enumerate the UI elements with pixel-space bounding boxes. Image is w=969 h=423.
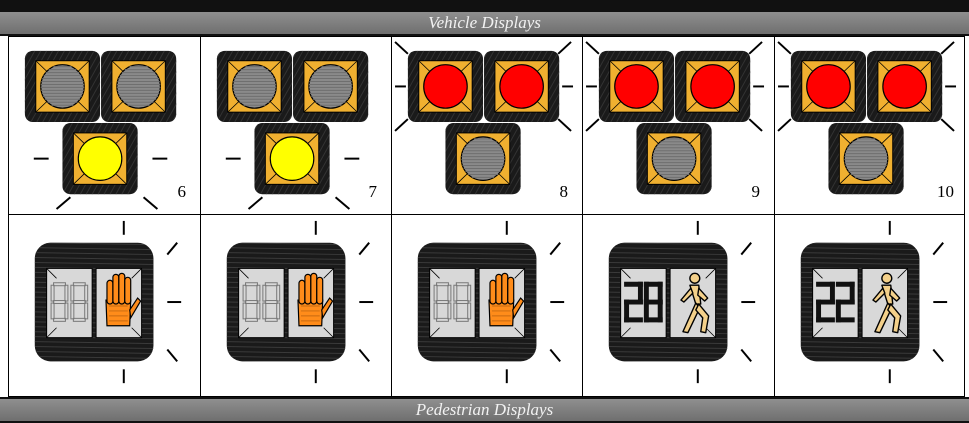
glow-ray [557,118,572,132]
display-number: 7 [368,182,378,201]
lens-red [423,64,468,109]
glow-ray [358,348,370,363]
countdown-display [812,267,859,339]
vehicle-display-cell: 7 [200,36,392,215]
upper-left-signal-lamp [407,50,484,123]
lens-off [40,64,85,109]
glow-ray [777,41,792,55]
glow-ray [55,196,72,210]
lens-off [308,64,353,109]
walking-person-icon [669,267,717,339]
lens-off [651,136,697,181]
lower-signal-lamp [636,123,712,195]
lens-off [232,64,277,109]
upper-left-signal-lamp [216,50,293,123]
upper-right-signal-lamp [867,50,943,123]
glow-ray [740,348,752,363]
dont-walk-hand-icon [95,267,143,339]
vehicle-display-cell: 8 [391,36,583,215]
lower-signal-lamp [254,123,330,195]
walking-person-icon [861,267,909,339]
lens-red [882,64,927,109]
lens-red [499,64,544,109]
countdown-display [238,267,285,339]
vehicle-display-cell: 6 [8,36,201,215]
glow-ray [932,242,944,256]
vehicle-display-cell: 10 [774,36,965,215]
glow-ray [748,41,763,55]
glow-ray [932,348,944,363]
pedestrian-signal-head [608,242,728,362]
glow-ray [585,41,600,55]
glow-ray [142,196,159,210]
upper-left-signal-lamp [790,50,867,123]
glow-ray [334,196,351,210]
upper-right-signal-lamp [484,50,560,123]
lens-off [843,136,889,181]
lens-yellow [77,136,123,181]
pedestrian-signal-head [800,242,920,362]
dont-walk-hand-icon [287,267,335,339]
lower-signal-lamp [62,123,138,195]
display-number: 6 [177,182,187,201]
dont-walk-hand-icon [478,267,526,339]
pedestrian-signal-head [417,242,537,362]
lens-yellow [269,136,315,181]
glow-ray [748,118,763,132]
glow-ray [585,118,600,132]
glow-ray [777,118,792,132]
pedestrian-display-cell [8,214,201,397]
glow-ray [358,242,370,256]
glow-ray [549,242,561,256]
lower-signal-lamp [828,123,904,195]
display-number: 8 [559,182,569,201]
display-number: 9 [751,182,761,201]
pedestrian-display-cell [391,214,583,397]
glow-ray [166,348,178,363]
signal-display-grid: 6 7 8 9 10 [8,36,965,397]
glow-ray [557,41,572,55]
pedestrian-display-cell [774,214,965,397]
lens-red [614,64,659,109]
display-number: 10 [937,182,954,201]
top-border [0,0,969,10]
glow-ray [940,41,955,55]
pedestrian-signal-head [226,242,346,362]
pedestrian-display-cell [582,214,775,397]
lens-off [460,136,506,181]
glow-ray [940,118,955,132]
countdown-display [46,267,93,339]
glow-ray [394,41,409,55]
lower-signal-lamp [445,123,521,195]
vehicle-display-cell: 9 [582,36,775,215]
glow-ray [394,118,409,132]
glow-ray [166,242,178,256]
countdown-display [620,267,667,339]
lens-red [690,64,735,109]
pedestrian-displays-header: Pedestrian Displays [0,397,969,423]
glow-ray [549,348,561,363]
glow-ray [740,242,752,256]
pedestrian-display-cell [200,214,392,397]
glow-ray [247,196,264,210]
countdown-display [429,267,476,339]
lens-red [806,64,851,109]
lens-off [116,64,161,109]
upper-right-signal-lamp [675,50,751,123]
upper-left-signal-lamp [598,50,675,123]
pedestrian-signal-head [34,242,154,362]
upper-right-signal-lamp [293,50,369,123]
vehicle-displays-header: Vehicle Displays [0,10,969,36]
upper-left-signal-lamp [24,50,101,123]
upper-right-signal-lamp [101,50,177,123]
